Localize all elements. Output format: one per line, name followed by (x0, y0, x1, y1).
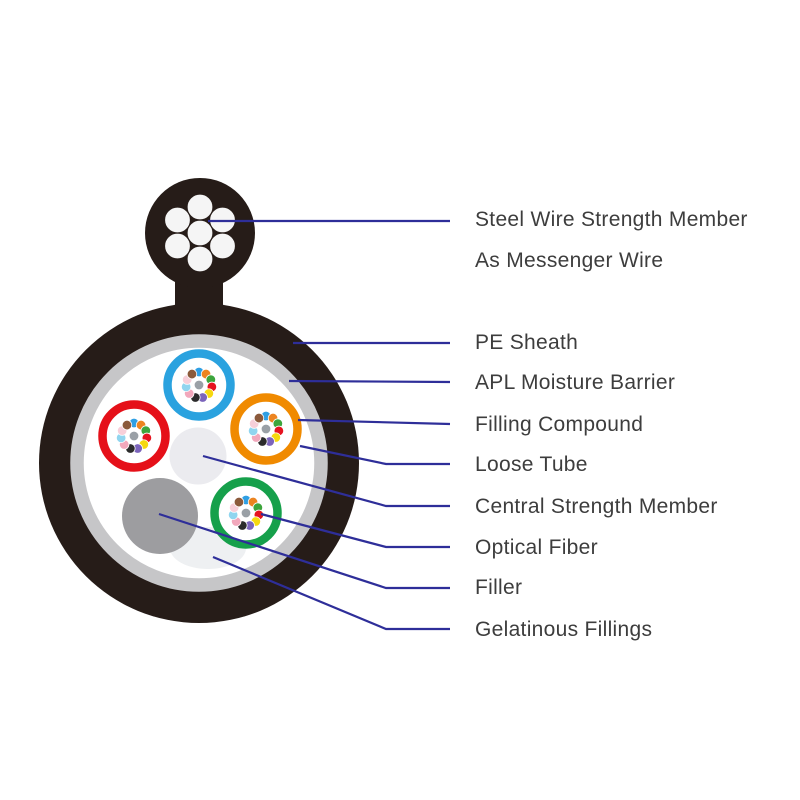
filler (122, 478, 198, 554)
steel-wire (186, 219, 214, 247)
leader-line-loose-tube (299, 444, 450, 466)
label-steel-wire-line1: Steel Wire Strength Member (475, 208, 748, 231)
steel-wire (163, 232, 192, 260)
label-central-strength-member: Central Strength Member (475, 495, 718, 518)
steel-wire (163, 206, 192, 234)
central-strength-member (169, 427, 227, 485)
optical-fiber-slate (193, 379, 205, 391)
optical-fiber-slate (240, 507, 252, 519)
optical-fiber-slate (260, 423, 272, 435)
optical-fiber-brown (233, 496, 245, 508)
label-filling-compound: Filling Compound (475, 413, 644, 436)
optical-fiber-brown (253, 412, 265, 424)
label-apl-moisture-barrier: APL Moisture Barrier (475, 371, 676, 394)
leader-line-central-strength-member (202, 454, 450, 508)
optical-fiber-brown (121, 419, 133, 431)
label-pe-sheath: PE Sheath (475, 331, 579, 354)
leader-line-filling-compound (297, 418, 451, 426)
optical-fiber-slate (128, 430, 140, 442)
steel-wire (208, 232, 237, 260)
steel-wire (186, 193, 214, 221)
leader-line-filler (158, 512, 450, 590)
leader-line-optical-fiber (260, 512, 450, 549)
label-steel-wire: Steel Wire Strength Member As Messenger … (475, 199, 748, 281)
steel-wire (186, 245, 214, 273)
label-loose-tube: Loose Tube (475, 453, 588, 476)
leader-line-gelatinous-fillings (212, 555, 450, 631)
label-gelatinous-fillings: Gelatinous Fillings (475, 618, 653, 641)
label-filler: Filler (475, 576, 523, 599)
label-optical-fiber: Optical Fiber (475, 536, 598, 559)
label-steel-wire-line2: As Messenger Wire (475, 249, 664, 272)
leader-line-apl-moisture-barrier (288, 379, 451, 384)
optical-fiber-brown (186, 368, 198, 380)
